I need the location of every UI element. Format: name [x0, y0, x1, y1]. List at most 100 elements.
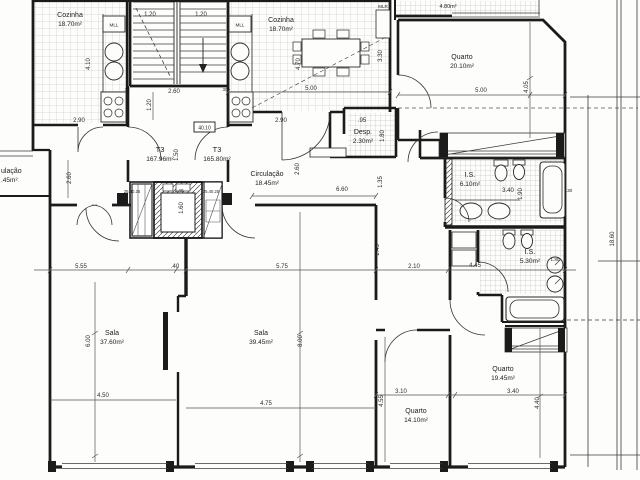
room-name: Sala: [254, 330, 268, 337]
washbasin: [487, 202, 511, 220]
appliance-tag: MLL: [110, 23, 119, 28]
dim: 18.60: [610, 231, 616, 247]
bathroom-low-fixtures: [451, 229, 565, 322]
door-sala-left: [85, 207, 120, 242]
window: [0, 150, 33, 157]
dim: 4.50: [97, 393, 109, 399]
door-bathroom-top: [444, 197, 470, 223]
walls: [0, 0, 567, 472]
dim: .40: [171, 264, 180, 270]
stove: [228, 91, 254, 123]
dim: 4.75: [260, 401, 272, 407]
cabinet: [309, 147, 347, 158]
closet: [451, 249, 477, 267]
stair-walk-line: [135, 7, 172, 79]
dim: 6.00: [86, 335, 92, 347]
dim: 1.40: [175, 188, 184, 193]
dim: 6.60: [336, 187, 348, 193]
dim: 5.55: [75, 264, 87, 270]
room-name: I.S.: [525, 249, 536, 256]
dim: 1.60: [179, 202, 185, 214]
door-quarto-mid: [384, 329, 418, 363]
wall-pier: [222, 193, 232, 205]
room-name: Quarto: [492, 366, 514, 373]
closet: [451, 231, 477, 249]
room-area-cut: .45m²: [1, 177, 18, 184]
door-kitchen-right: [281, 111, 331, 161]
door-quarto-right: [449, 299, 486, 336]
dim: 4.55: [379, 395, 385, 407]
room-area: 6.10m²: [460, 181, 481, 188]
dimension-labels: 1.20 1.20 2.60 1.20 4.10 2.90 4.70 3.30 …: [67, 12, 616, 409]
elevator-cab: [160, 192, 196, 233]
room-area: 37.60m²: [100, 339, 125, 346]
dim: 4.45: [469, 263, 481, 269]
bidet: [521, 233, 533, 249]
room-name: I.S.: [465, 172, 476, 179]
dim: 1.45: [375, 244, 381, 256]
dim: 25.40.25: [124, 189, 141, 194]
dim: 30: [223, 87, 228, 92]
room-name: Cozinha: [268, 17, 294, 24]
dim: 1.80: [380, 130, 386, 142]
room-name: Quarto: [451, 54, 473, 61]
room-area: 19.45m²: [491, 375, 516, 382]
room-name: Quarto: [405, 408, 427, 415]
door-landing-left: [127, 126, 162, 161]
toilet: [502, 232, 516, 250]
door-hall-right: [407, 131, 439, 163]
appliance-tag: MLL: [236, 23, 245, 28]
door-quarto-top: [397, 74, 432, 109]
room-area: 39.45m²: [249, 339, 274, 346]
dim: 1.50: [174, 149, 180, 161]
stove: [100, 91, 127, 123]
plumbing-wall: [444, 158, 453, 226]
tall-cabinet: [375, 9, 391, 39]
dim: 4.05: [524, 81, 530, 93]
staircase: [133, 0, 226, 84]
dim: 4.10: [86, 58, 92, 70]
dim: 5.75: [276, 264, 288, 270]
sink: [230, 61, 250, 81]
dim: 1.20: [147, 99, 153, 111]
room-name: Cozinha: [57, 12, 83, 19]
margin-lines: [567, 0, 640, 470]
doors: [76, 74, 509, 363]
dim: 1.20: [195, 12, 207, 18]
door-entry-right: [221, 204, 256, 239]
elevator-core: [117, 181, 232, 239]
room-area: 2.30m²: [353, 138, 374, 145]
dim: 2.60: [295, 163, 301, 175]
unit-name: T3: [156, 145, 165, 154]
window-recesses: [439, 132, 568, 353]
sliding-door-leaf: [163, 312, 168, 370]
dimension-lines: [34, 22, 638, 462]
unit-area: 167.96m²: [146, 156, 174, 163]
dim: 1.20: [144, 12, 156, 18]
dim: .30: [566, 188, 573, 193]
dim: 2.90: [275, 118, 287, 124]
room-name: Sala: [105, 330, 119, 337]
dim: 30: [125, 87, 130, 92]
unit-name: T3: [213, 145, 222, 154]
dishwasher: [102, 15, 126, 33]
room-area: 20.10m²: [450, 63, 475, 70]
level-value: 40.10: [198, 126, 211, 132]
dim: 5.00: [475, 88, 487, 94]
kitchen-table: [301, 38, 361, 68]
bidet: [513, 164, 525, 180]
dim: 2.60: [67, 172, 73, 184]
dim: 25.40.25: [203, 189, 220, 194]
dim: 4.40: [535, 397, 541, 409]
window: [62, 463, 552, 469]
door-landing-right: [194, 126, 229, 161]
room-area: 18.45m²: [255, 180, 280, 187]
dim: 2.90: [73, 118, 85, 124]
dim: 3.40: [507, 389, 519, 395]
sink: [230, 42, 250, 62]
room-area: 18.70m²: [269, 26, 294, 33]
dim: 8.00: [298, 335, 304, 347]
dim: 2.10: [408, 264, 420, 270]
dim: 5.00: [305, 86, 317, 92]
